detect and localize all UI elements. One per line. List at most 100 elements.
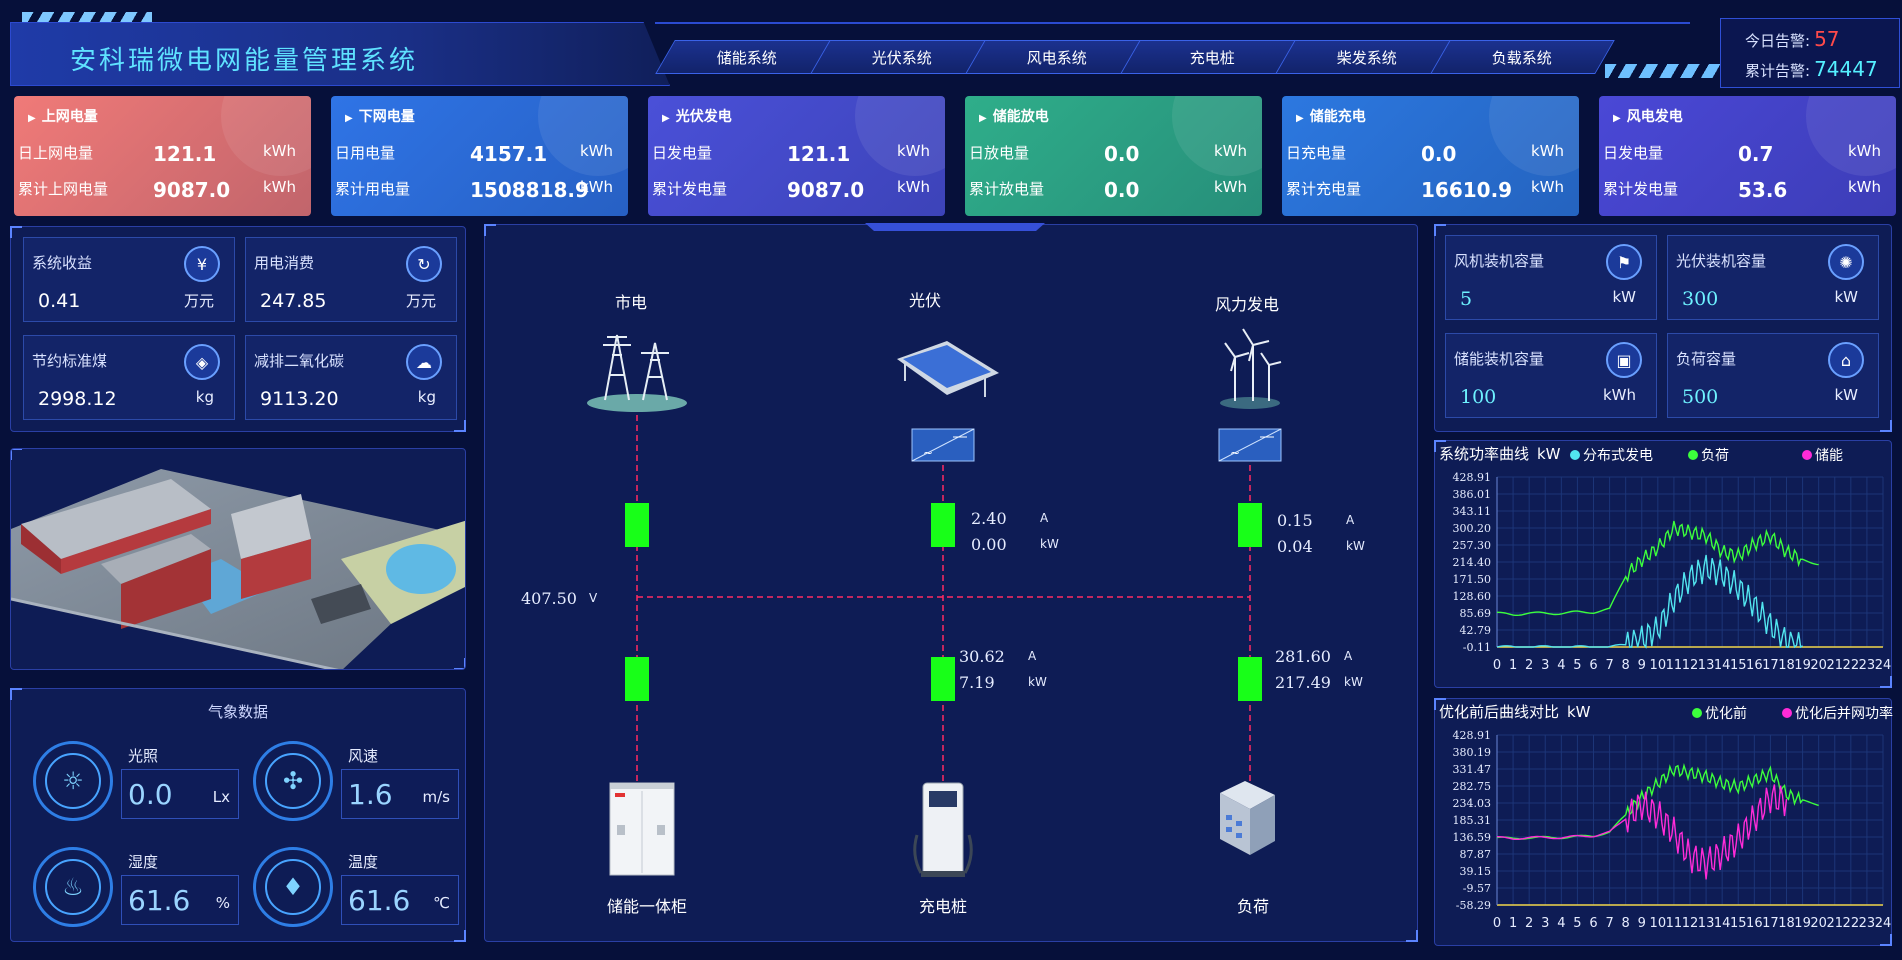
x-tick-label: 6 bbox=[1589, 658, 1597, 673]
x-tick-label: 10 bbox=[1650, 658, 1667, 673]
legend-swatch bbox=[1688, 450, 1698, 460]
kpi-value: 121.1 bbox=[153, 142, 217, 166]
kpi-value: 53.6 bbox=[1738, 178, 1788, 202]
stat-value: 9113.20 bbox=[260, 388, 339, 410]
kpi-unit: kWh bbox=[896, 178, 930, 196]
kpi-value: 0.0 bbox=[1104, 178, 1140, 202]
weather-icon-ring: ♨ bbox=[33, 847, 113, 927]
card-decor-circle bbox=[221, 96, 311, 176]
wind-inverter-icon: ~ bbox=[1218, 428, 1282, 462]
kpi-label: 累计发电量 bbox=[1603, 180, 1679, 198]
x-tick-label: 22 bbox=[1843, 916, 1860, 931]
y-tick-label: -9.57 bbox=[1463, 882, 1491, 895]
plant-3d-model-panel[interactable] bbox=[10, 448, 466, 670]
x-tick-label: 3 bbox=[1541, 916, 1549, 931]
card-decor-circle bbox=[855, 96, 945, 176]
svg-text:~: ~ bbox=[923, 446, 933, 460]
stat-value: 247.85 bbox=[260, 290, 327, 312]
alarm-summary[interactable]: 今日告警:57 累计告警:74447 bbox=[1720, 18, 1900, 88]
x-tick-label: 12 bbox=[1682, 916, 1699, 931]
x-tick-label: 16 bbox=[1746, 658, 1763, 673]
breaker-charger-lower bbox=[931, 657, 955, 701]
capacity-label: 风机装机容量 bbox=[1454, 252, 1545, 270]
x-tick-label: 15 bbox=[1730, 658, 1747, 673]
wind-current-value: 0.15 bbox=[1277, 511, 1313, 530]
capacity-value: 100 bbox=[1460, 386, 1497, 408]
legend-entry: 储能 bbox=[1815, 448, 1843, 464]
charger-current-value: 30.62 bbox=[959, 647, 1005, 666]
x-tick-label: 20 bbox=[1810, 658, 1827, 673]
kpi-title: 储能放电 bbox=[979, 106, 1049, 126]
y-tick-label: 386.01 bbox=[1453, 488, 1492, 501]
nav-strip bbox=[655, 22, 1690, 86]
weather-value-box: 61.6% bbox=[121, 875, 239, 925]
kpi-title: 光伏发电 bbox=[662, 106, 732, 126]
kpi-value: 0.0 bbox=[1104, 142, 1140, 166]
x-tick-label: 18 bbox=[1778, 658, 1795, 673]
x-tick-label: 23 bbox=[1859, 658, 1876, 673]
thermometer-icon: ♦ bbox=[265, 859, 321, 915]
load-icon: ⌂ bbox=[1828, 342, 1864, 378]
x-tick-label: 13 bbox=[1698, 916, 1715, 931]
stat-value: 0.41 bbox=[38, 290, 81, 312]
x-tick-label: 17 bbox=[1762, 916, 1779, 931]
legend-entry: 负荷 bbox=[1701, 448, 1729, 464]
stat-value: 2998.12 bbox=[38, 388, 117, 410]
kpi-label: 日发电量 bbox=[1603, 144, 1664, 162]
droplet-icon: ♨ bbox=[45, 859, 101, 915]
x-tick-label: 8 bbox=[1622, 658, 1630, 673]
y-tick-label: 282.75 bbox=[1453, 780, 1492, 793]
weather-label: 光照 bbox=[128, 747, 159, 765]
legend-swatch bbox=[1802, 450, 1812, 460]
legend-entry: 优化后并网功率 bbox=[1795, 705, 1893, 722]
y-tick-label: 300.20 bbox=[1453, 522, 1492, 535]
x-tick-label: 10 bbox=[1650, 916, 1667, 931]
kpi-value: 9087.0 bbox=[787, 178, 865, 202]
x-tick-label: 18 bbox=[1778, 916, 1795, 931]
series-line-1 bbox=[1497, 784, 1788, 880]
x-tick-label: 21 bbox=[1826, 916, 1843, 931]
charger-power-unit: kW bbox=[1028, 675, 1047, 689]
kpi-value: 121.1 bbox=[787, 142, 851, 166]
weather-icon-ring: ♦ bbox=[253, 847, 333, 927]
x-tick-label: 19 bbox=[1794, 916, 1811, 931]
wind-power-unit: kW bbox=[1346, 539, 1365, 553]
kpi-unit: kWh bbox=[262, 178, 296, 196]
capacity-label: 光伏装机容量 bbox=[1676, 252, 1767, 270]
y-tick-label: 257.30 bbox=[1453, 539, 1492, 552]
header-decor-stripes-right bbox=[1605, 64, 1725, 78]
stat-label: 系统收益 bbox=[32, 254, 93, 272]
tab-load-system[interactable]: 负载系统 bbox=[1430, 40, 1615, 74]
y-tick-label: 85.69 bbox=[1460, 607, 1492, 620]
x-tick-label: 9 bbox=[1638, 658, 1646, 673]
legend-entry: 分布式发电 bbox=[1583, 448, 1653, 464]
kpi-label: 日上网电量 bbox=[18, 144, 94, 162]
y-tick-label: 234.03 bbox=[1453, 797, 1492, 810]
topology-diagram-panel: ~ ~ bbox=[484, 223, 1418, 942]
y-tick-label: 171.50 bbox=[1453, 573, 1492, 586]
x-tick-label: 2 bbox=[1525, 658, 1533, 673]
stat-label: 减排二氧化碳 bbox=[254, 352, 345, 370]
x-tick-label: 15 bbox=[1730, 916, 1747, 931]
x-tick-label: 24 bbox=[1875, 916, 1892, 931]
stat-label: 节约标准煤 bbox=[32, 352, 108, 370]
breaker-wind-upper bbox=[1238, 503, 1262, 547]
kpi-unit: kWh bbox=[1213, 178, 1247, 196]
stat-unit: kg bbox=[195, 388, 214, 406]
y-tick-label: -58.29 bbox=[1456, 899, 1491, 912]
x-tick-label: 20 bbox=[1810, 916, 1827, 931]
chart-unit: kW bbox=[1537, 445, 1561, 463]
